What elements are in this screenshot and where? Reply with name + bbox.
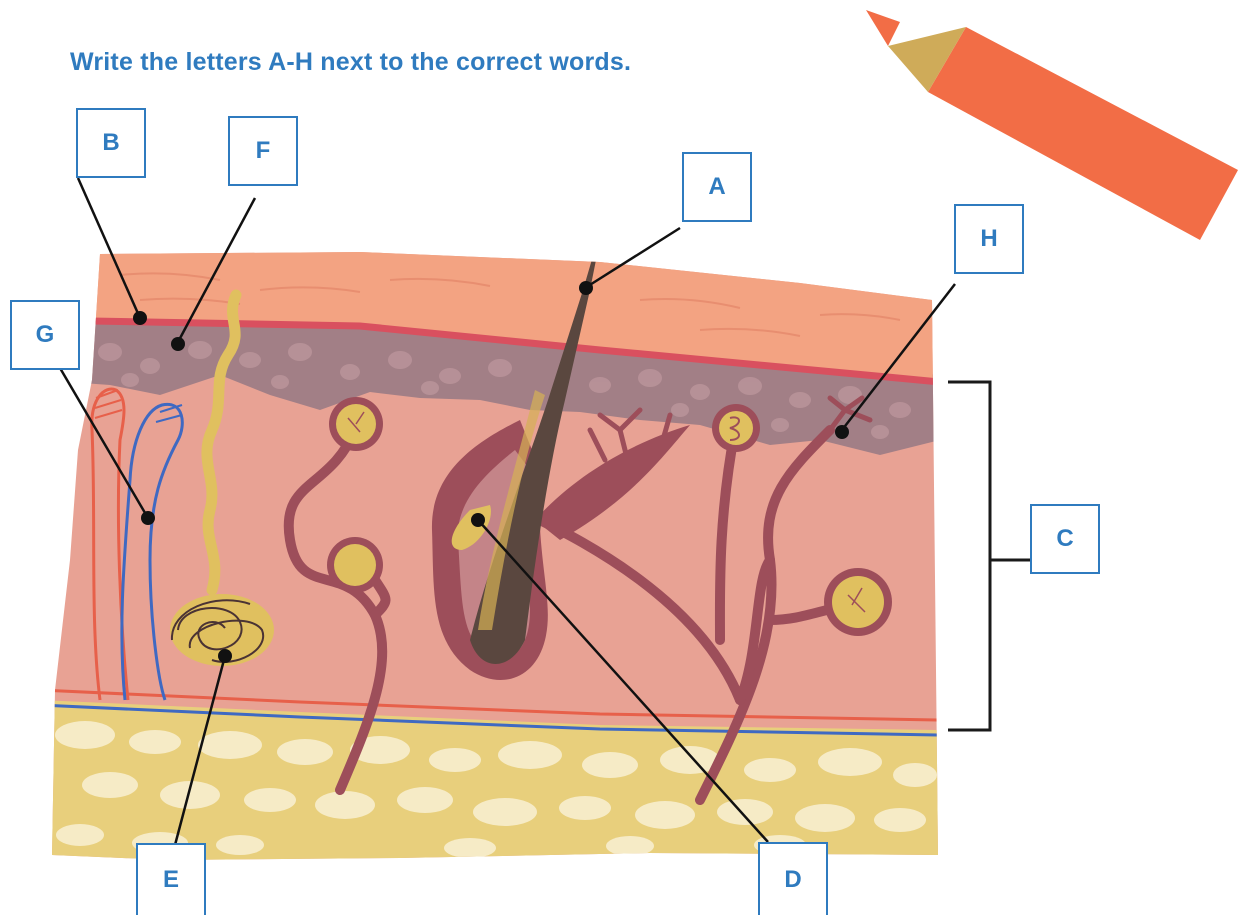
label-box-h[interactable]: H xyxy=(954,204,1024,274)
label-box-d[interactable]: D xyxy=(758,842,828,915)
label-box-b[interactable]: B xyxy=(76,108,146,178)
label-box-c[interactable]: C xyxy=(1030,504,1100,574)
dermis-bracket xyxy=(948,382,1030,730)
label-box-e[interactable]: E xyxy=(136,843,206,915)
label-box-f[interactable]: F xyxy=(228,116,298,186)
pencil-illustration xyxy=(866,10,1238,240)
label-box-a[interactable]: A xyxy=(682,152,752,222)
label-box-g[interactable]: G xyxy=(10,300,80,370)
